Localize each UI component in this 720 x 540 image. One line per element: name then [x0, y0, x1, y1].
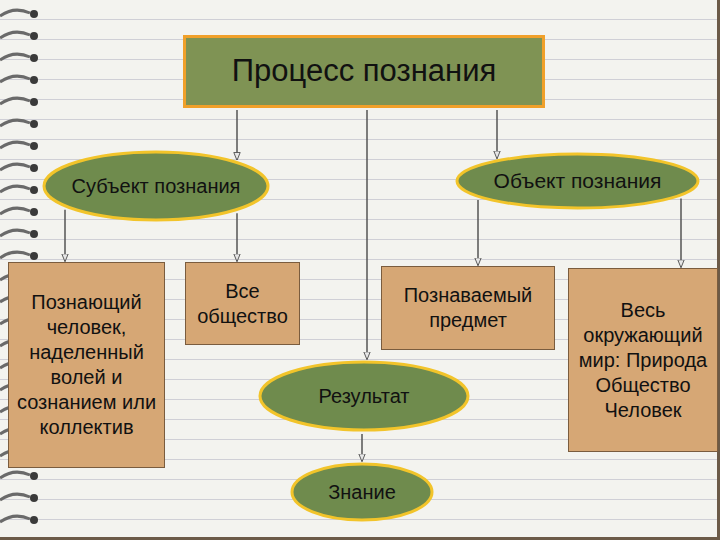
- spiral-ring: [0, 98, 30, 104]
- spiral-ring: [0, 10, 30, 16]
- node-label: Объект познания: [494, 168, 662, 194]
- object-ellipse: Объект познания: [455, 152, 700, 210]
- binding-hole: [30, 142, 38, 150]
- binding-hole: [30, 10, 38, 18]
- binding-hole: [30, 230, 38, 238]
- spiral-ring: [0, 472, 30, 478]
- arrow-connector: [366, 110, 368, 359]
- subject-ellipse: Субъект познания: [42, 150, 270, 222]
- binding-hole: [30, 164, 38, 172]
- binding-hole: [30, 120, 38, 128]
- arrow-connector: [236, 213, 238, 261]
- spiral-ring: [0, 494, 30, 500]
- binding-hole: [30, 186, 38, 194]
- arrow-connector: [236, 110, 238, 160]
- binding-hole: [30, 252, 38, 260]
- node-label: Весь окружающий мир: Природа Общество Че…: [575, 298, 711, 423]
- spiral-ring: [0, 76, 30, 82]
- knowledge-ellipse: Знание: [290, 462, 434, 522]
- spiral-ring: [0, 164, 30, 170]
- ellipse-shape: [260, 362, 468, 430]
- node-label: Результат: [319, 384, 410, 409]
- spiral-ring: [0, 120, 30, 126]
- binding-hole: [30, 208, 38, 216]
- spiral-ring: [0, 186, 30, 192]
- node-label: Субъект познания: [72, 174, 241, 199]
- node-label: Познающий человек, наделенный волей и со…: [15, 290, 158, 440]
- spiral-ring: [0, 54, 30, 60]
- object-box: Познаваемый предмет: [381, 266, 555, 350]
- title-box: Процесс познания: [183, 35, 545, 108]
- subject-box: Познающий человек, наделенный волей и со…: [8, 262, 165, 468]
- result-ellipse: Результат: [258, 360, 470, 432]
- spiral-ring: [0, 516, 30, 522]
- spiral-ring: [0, 142, 30, 148]
- ellipse-shape: [292, 464, 432, 520]
- binding-hole: [30, 494, 38, 502]
- arrow-connector: [477, 200, 479, 265]
- binding-hole: [30, 472, 38, 480]
- binding-hole: [30, 98, 38, 106]
- spiral-ring: [0, 208, 30, 214]
- ellipse-shape: [457, 154, 698, 208]
- binding-hole: [30, 516, 38, 524]
- arrow-connector: [361, 434, 363, 461]
- node-label: Процесс познания: [232, 52, 497, 91]
- node-label: Все общество: [192, 279, 293, 329]
- spiral-ring: [0, 230, 30, 236]
- arrow-connector: [64, 210, 66, 261]
- spiral-ring: [0, 32, 30, 38]
- arrow-connector: [680, 199, 682, 267]
- binding-hole: [30, 54, 38, 62]
- binding-hole: [30, 32, 38, 40]
- binding-hole: [30, 76, 38, 84]
- object-box: Весь окружающий мир: Природа Общество Че…: [568, 268, 718, 452]
- arrow-connector: [496, 110, 498, 158]
- subject-box: Все общество: [185, 262, 300, 345]
- node-label: Познаваемый предмет: [388, 283, 548, 333]
- spiral-ring: [0, 252, 30, 258]
- ellipse-shape: [44, 152, 268, 220]
- node-label: Знание: [328, 480, 396, 505]
